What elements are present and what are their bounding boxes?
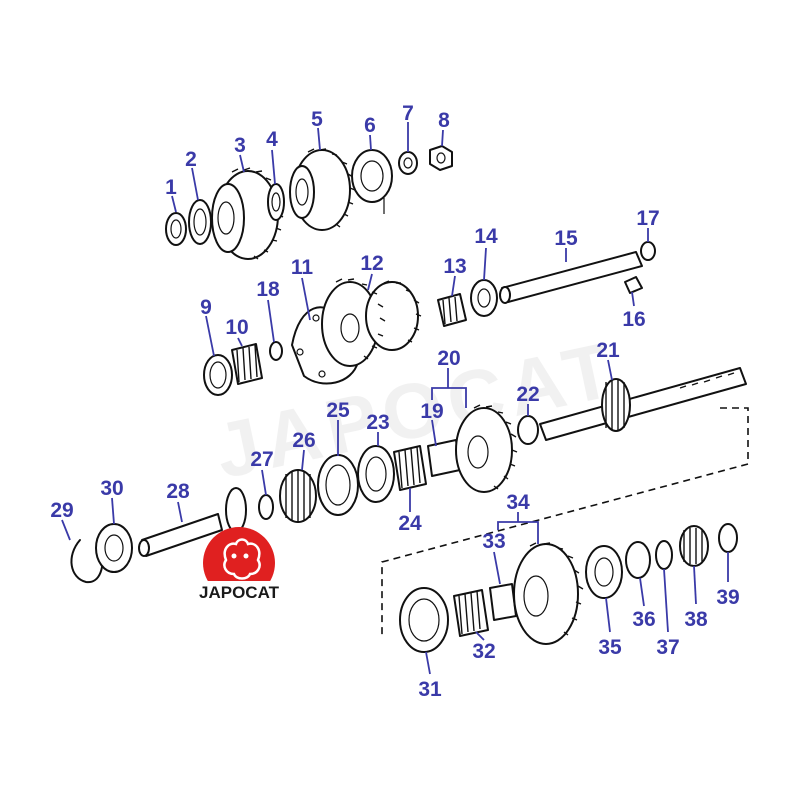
callout-4: 4 [266,128,278,151]
part-30-bearing [95,523,133,573]
callout-labels: 1 2 3 4 5 6 7 8 9 10 11 12 13 14 15 16 1… [50,102,739,701]
logo-cat-icon [223,538,261,580]
part-33-collar [489,583,517,621]
japocat-logo: JAPOCAT [194,527,284,602]
part-26-bearing [279,469,317,523]
callout-35: 35 [598,636,622,659]
callout-8: 8 [438,109,450,132]
part-14-thrust-washer [470,279,498,317]
part-16-key [624,276,643,294]
part-7-washer [398,151,418,175]
part-10-needle-bearing [231,343,263,385]
part-4-washer [267,183,285,221]
assembly-bracket [381,407,749,636]
callout-30: 30 [100,477,123,500]
part-6-bearing [351,149,393,214]
callout-29: 29 [50,499,73,522]
part-5-gear [289,148,356,231]
callout-19: 19 [420,400,443,423]
callout-3: 3 [234,134,246,157]
part-24-needle-bearing [393,445,427,491]
callout-28: 28 [166,480,190,503]
part-15-shaft [499,251,643,304]
callout-38: 38 [684,608,708,631]
part-32-needle-bearing [453,589,489,637]
part-36-washer [625,541,651,579]
callout-11: 11 [291,256,314,279]
callout-22: 22 [516,383,539,406]
part-38-needle-bearing [679,525,709,567]
callout-7: 7 [402,102,414,125]
part-31-synchro-ring [399,587,449,653]
part-17-snap-ring [640,241,656,261]
part-8-nut [429,145,453,171]
callout-16: 16 [622,308,645,331]
callout-18: 18 [256,278,280,301]
callout-20: 20 [437,347,460,370]
callout-37: 37 [656,636,679,659]
callout-21: 21 [596,339,620,362]
callout-10: 10 [225,316,248,339]
callout-34: 34 [506,491,530,514]
part-35-bearing [585,545,623,599]
part-28-shaft [138,513,223,557]
callout-6: 6 [364,114,376,137]
part-13-needle-bearing [437,293,467,327]
callout-39: 39 [716,586,739,609]
callout-2: 2 [185,148,197,171]
callout-25: 25 [326,399,350,422]
part-20-gear [455,404,518,493]
part-39-snap-ring [718,523,738,553]
callout-27: 27 [250,448,273,471]
part-9-ring [203,354,233,396]
callout-17: 17 [636,207,659,230]
part-12-double-gear [321,278,422,367]
callout-26: 26 [292,429,315,452]
part-1-ring [165,212,187,246]
callout-36: 36 [632,608,655,631]
callout-33: 33 [482,530,505,553]
part-2-bushing [188,199,212,245]
part-21-shaft [539,367,747,441]
part-23-hub [357,445,395,503]
logo-text: JAPOCAT [199,583,280,602]
callout-leaders [61,122,729,675]
part-37-ring [655,540,673,570]
callout-32: 32 [472,640,495,663]
callout-13: 13 [443,255,466,278]
callout-24: 24 [398,512,422,535]
callout-15: 15 [554,227,578,250]
part-34-gear [513,542,584,645]
callout-23: 23 [366,411,389,434]
callout-31: 31 [418,678,442,701]
callout-5: 5 [311,108,323,131]
part-22-bearing [517,415,539,445]
callout-14: 14 [474,225,498,248]
callout-9: 9 [200,296,212,319]
part-28-gear [225,487,247,533]
part-27-ring [258,494,274,520]
callout-12: 12 [360,252,383,275]
part-25-sleeve [317,454,359,516]
callout-1: 1 [165,176,177,199]
part-3-gear [211,167,284,260]
part-18-washer [269,341,283,361]
